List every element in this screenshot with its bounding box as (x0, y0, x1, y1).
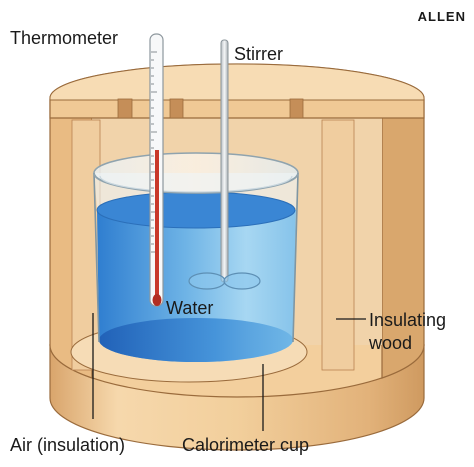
stirrer-blade-right (223, 272, 261, 290)
stirrer-rod (220, 39, 229, 283)
stirrer-blade-left (188, 272, 226, 290)
cup-rim-front (93, 172, 299, 194)
wood-inner-right-shade (321, 119, 355, 371)
label-air-insulation: Air (insulation) (10, 435, 125, 455)
brand-logo: ALLEN (418, 9, 466, 24)
thermometer (149, 33, 164, 307)
label-calorimeter-cup: Calorimeter cup (182, 435, 309, 455)
water-surface (96, 191, 296, 229)
label-water: Water (166, 298, 213, 318)
wood-wall-right (381, 99, 425, 379)
thermometer-bulb (152, 294, 162, 306)
cup-rim-inner (99, 175, 293, 193)
label-insulating-wood-line1: Insulating (369, 310, 446, 330)
leader-lines (92, 313, 366, 431)
cup-side-left (93, 172, 100, 343)
label-stirrer: Stirrer (234, 44, 283, 64)
label-insulating-wood-line2: wood (368, 333, 412, 353)
label-thermometer: Thermometer (10, 28, 118, 48)
thermometer-scale (151, 51, 157, 253)
lid-slot-right (289, 98, 304, 119)
calorimeter-cup (93, 152, 299, 362)
lid-slot-left (117, 98, 133, 119)
cup-side-right (292, 172, 299, 343)
water-bottom (99, 318, 293, 362)
lid-slot-mid (169, 98, 184, 119)
wood-lid-top (49, 63, 425, 101)
stirrer (188, 39, 261, 290)
thermometer-mercury (155, 150, 159, 298)
